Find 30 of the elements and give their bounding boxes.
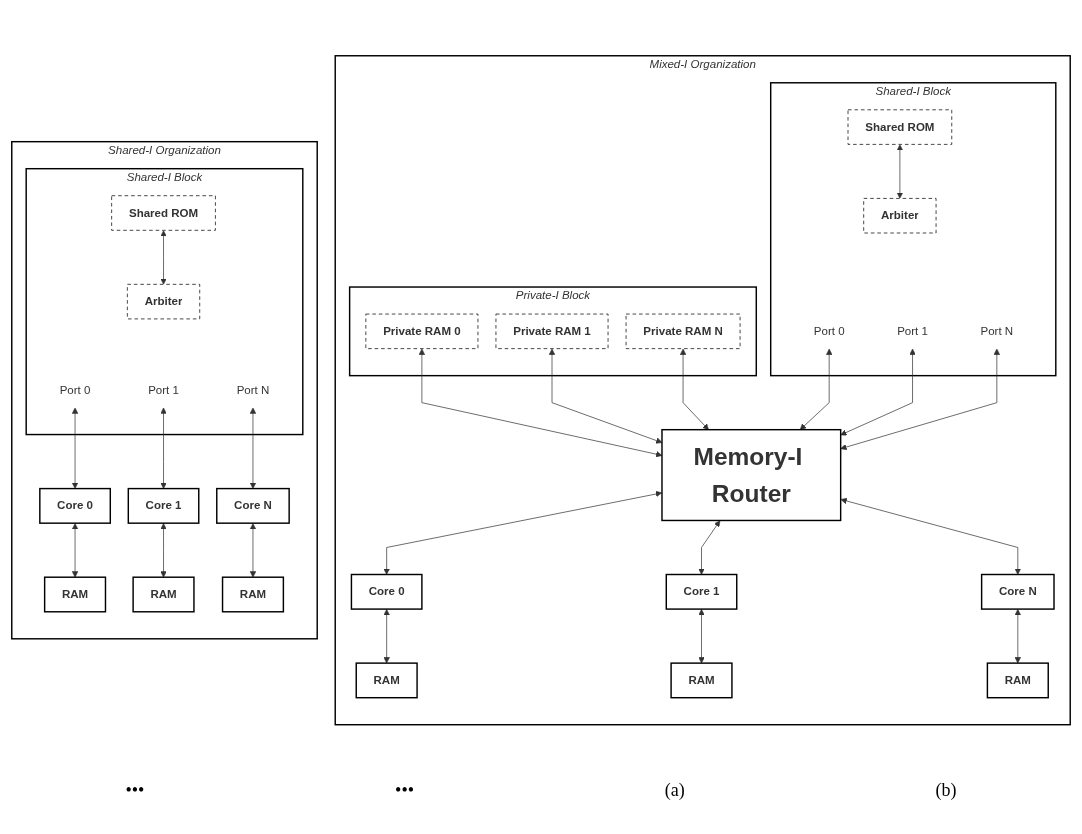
node-box: Private RAM N bbox=[625, 313, 741, 349]
node-box: RAM bbox=[670, 662, 733, 699]
node-box: RAM bbox=[132, 576, 195, 613]
node-box: RAM bbox=[43, 576, 107, 613]
node-box: RAM bbox=[986, 662, 1049, 699]
node-box: RAM bbox=[355, 662, 418, 699]
node-box: Private RAM 0 bbox=[365, 313, 479, 349]
node-box: Shared ROM bbox=[847, 109, 953, 145]
node-box: Shared ROM bbox=[111, 195, 216, 231]
node-box: Arbiter bbox=[863, 197, 937, 234]
node-box: Arbiter bbox=[127, 283, 201, 320]
node-box: Core N bbox=[980, 573, 1055, 610]
node-text: Port N bbox=[980, 324, 1014, 337]
node-text: Port 1 bbox=[148, 383, 179, 396]
node-text: Port 0 bbox=[813, 324, 845, 337]
node-box: Core 1 bbox=[665, 573, 738, 610]
label: ••• bbox=[395, 780, 414, 801]
label: (a) bbox=[664, 780, 685, 801]
node-box: Core N bbox=[216, 487, 290, 524]
label: ••• bbox=[125, 780, 145, 801]
node-box: RAM bbox=[221, 576, 285, 613]
node-box: Core 0 bbox=[350, 573, 423, 610]
node-box: Core 1 bbox=[127, 487, 200, 524]
node-text: Port 0 bbox=[59, 383, 91, 396]
node-text: Port 1 bbox=[897, 324, 928, 337]
node-box: Core 0 bbox=[39, 487, 111, 524]
node-box: Memory-I Router bbox=[661, 428, 842, 521]
node-box: Private RAM 1 bbox=[495, 313, 609, 349]
node-text: Port N bbox=[236, 383, 270, 396]
label: (b) bbox=[935, 780, 957, 801]
